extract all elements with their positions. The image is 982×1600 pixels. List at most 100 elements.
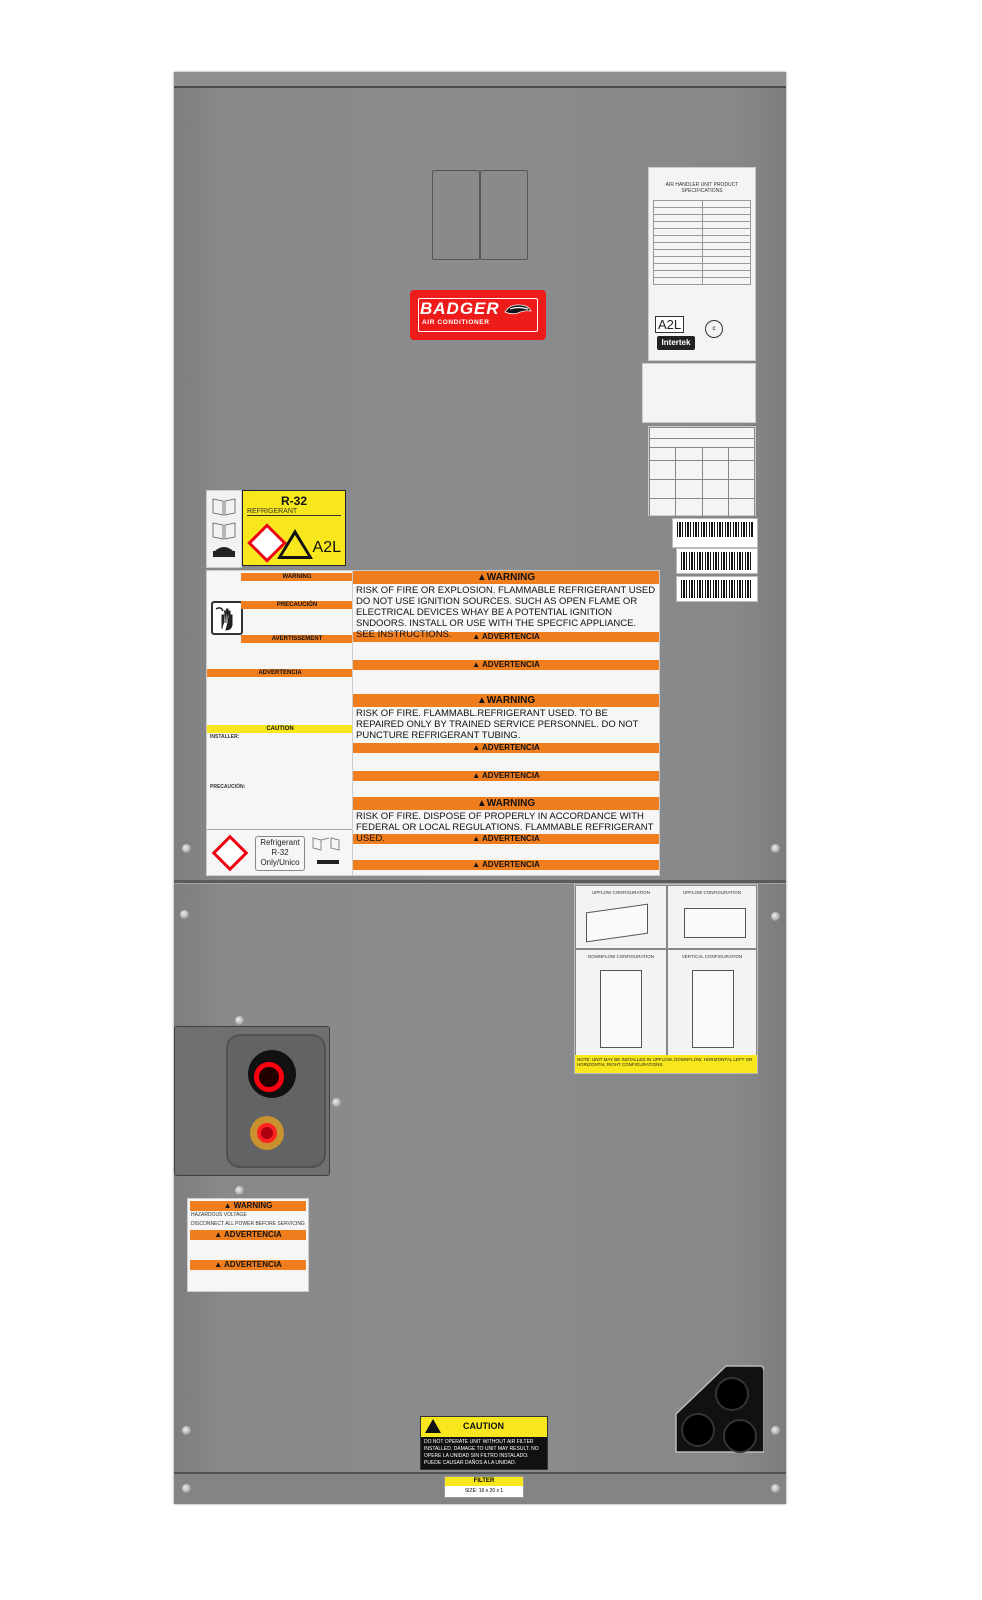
warning-header: WARNING — [241, 573, 353, 581]
advertencia-fine-print — [353, 670, 659, 694]
screw-icon — [182, 844, 191, 853]
screw-icon — [771, 844, 780, 853]
voltage-line-1: HAZARDOUS VOLTAGE — [191, 1212, 247, 1218]
screw-icon — [771, 912, 780, 921]
spec-label: AIR HANDLER UNIT PRODUCT SPECIFICATIONS … — [648, 167, 756, 361]
manual-icons-strip — [206, 490, 242, 568]
screw-icon — [235, 1016, 244, 1025]
advertencia-fine-print — [353, 781, 659, 797]
multilingual-warning-label: WARNING PRECAUCIÓN AVERTISSEMENT ADVERTE… — [206, 570, 354, 876]
advertencia-header: ADVERTENCIA — [207, 669, 353, 677]
warning-fine-print — [241, 581, 353, 601]
red-cap-icon — [257, 1123, 277, 1143]
spec-table — [653, 200, 751, 285]
read-manual-icon — [212, 498, 236, 557]
cert-marks: A2L Intertek c — [653, 314, 753, 356]
warning-header: ▲ WARNING — [190, 1201, 306, 1211]
advertencia-header: ▲ ADVERTENCIA — [353, 743, 659, 753]
advertencia-header: ▲ ADVERTENCIA — [353, 660, 659, 670]
badger-logo-icon — [504, 304, 532, 315]
advertencia-fine-print — [207, 677, 353, 725]
refrigerant-type-box: Refrigerant R-32 Only/Unico — [255, 836, 305, 871]
r32-title: R-32 — [280, 494, 307, 508]
upflow-config-diagram-2: UPFLOW CONFIGURATION — [667, 885, 757, 949]
cabinet-top-lip — [174, 72, 786, 88]
filter-caution-label: CAUTION DO NOT OPERATE UNIT WITHOUT AIR … — [420, 1416, 548, 1470]
vertical-config-diagram: VERTICAL CONFIGURATION — [667, 949, 757, 1057]
a2l-mark: A2L — [655, 316, 685, 333]
precaucion-header: PRECAUCIÓN — [241, 601, 353, 609]
barcode-3 — [676, 576, 758, 602]
warning-header: ▲WARNING — [353, 797, 659, 810]
refrigerant-r32-label: R-32 REFRIGERANT A2L — [206, 490, 346, 568]
spec-title: AIR HANDLER UNIT PRODUCT SPECIFICATIONS — [665, 182, 739, 194]
caution-title: CAUTION — [463, 1421, 504, 1431]
screw-icon — [180, 910, 189, 919]
warning-body: RISK OF FIRE. DISPOSE OF PROPERLY IN ACC… — [356, 811, 654, 844]
hazardous-voltage-label: ▲ WARNING HAZARDOUS VOLTAGE DISCONNECT A… — [187, 1198, 309, 1292]
filter-title: FILTER — [445, 1477, 523, 1486]
warning-header: ▲WARNING — [353, 571, 659, 584]
caution-header: CAUTION — [207, 725, 353, 733]
screw-icon — [182, 1484, 191, 1493]
drain-knockout-panel[interactable] — [674, 1364, 764, 1456]
upflow-config-diagram: UPFLOW CONFIGURATION — [575, 885, 667, 949]
suction-line-port[interactable] — [248, 1050, 296, 1098]
compliance-text-label — [642, 363, 756, 423]
advertencia-header: ▲ ADVERTENCIA — [190, 1229, 306, 1240]
advertencia-header: ▲ ADVERTENCIA — [353, 771, 659, 781]
screw-icon — [182, 1426, 191, 1435]
warning-body: RISK OF FIRE OR EXPLOSION. FLAMMABLE REF… — [356, 585, 656, 640]
advertencia-fine-print — [353, 844, 659, 860]
brand-name: BADGER — [420, 299, 500, 318]
advertencia-header: ▲ ADVERTENCIA — [353, 860, 659, 870]
advertencia-fine-print — [353, 642, 659, 660]
airflow-configuration-label: UPFLOW CONFIGURATION UPFLOW CONFIGURATIO… — [574, 884, 758, 1074]
filter-size-label: FILTER SIZE: 16 x 20 x 1 — [444, 1476, 524, 1498]
installer-fine-print — [207, 747, 353, 783]
red-cap-icon — [254, 1062, 284, 1092]
warning-header: ▲WARNING — [353, 694, 659, 707]
read-manual-icon — [312, 837, 340, 864]
advertencia-header: ▲ ADVERTENCIA — [353, 834, 659, 844]
door-panel-right — [480, 170, 528, 260]
voltage-line-2: DISCONNECT ALL POWER BEFORE SERVICING — [191, 1220, 305, 1227]
advertencia-header: ▲ ADVERTENCIA — [190, 1259, 306, 1270]
advertencia-fine-print — [188, 1240, 308, 1260]
ul-cert-icon: c — [705, 320, 723, 338]
downflow-config-diagram: DOWNFLOW CONFIGURATION — [575, 949, 667, 1057]
electrical-access-door[interactable] — [432, 170, 528, 260]
r32-subtitle: REFRIGERANT — [247, 508, 341, 516]
brand-tagline: AIR CONDITIONER — [422, 319, 490, 326]
flammable-triangle-icon — [277, 529, 313, 559]
hand-hazard-icon — [211, 601, 243, 635]
door-panel-left — [432, 170, 480, 260]
brand-badge: BADGER AIR CONDITIONER — [410, 290, 546, 340]
r32-yellow-panel: R-32 REFRIGERANT A2L — [242, 490, 346, 566]
screw-icon — [771, 1484, 780, 1493]
panel-seam — [174, 880, 786, 884]
intertek-logo: Intertek — [657, 336, 695, 350]
filter-size: SIZE: 16 x 20 x 1 — [464, 1488, 504, 1494]
electrical-table — [648, 427, 756, 518]
barcode-1 — [672, 518, 758, 548]
precaucion-fine-print — [241, 609, 353, 635]
airflow-note: NOTE: UNIT MAY BE INSTALLED IN UPFLOW, D… — [575, 1055, 757, 1073]
avertissement-fine-print — [241, 643, 353, 667]
a2l-class: A2L — [312, 539, 341, 556]
caution-text: DO NOT OPERATE UNIT WITHOUT AIR FILTER I… — [424, 1439, 539, 1466]
screw-icon — [235, 1186, 244, 1195]
advertencia-header: ▲ ADVERTENCIA — [353, 632, 659, 642]
advertencia-fine-print — [353, 753, 659, 771]
avertissement-header: AVERTISSEMENT — [241, 635, 353, 643]
warning-body: RISK OF FIRE. FLAMMABL.REFRIGERANT USED.… — [356, 708, 639, 741]
liquid-line-port[interactable] — [250, 1116, 284, 1150]
flammable-refrigerant-warning-label: ▲WARNING RISK OF FIRE OR EXPLOSION. FLAM… — [352, 570, 660, 876]
precaucion-heading: PRECAUCIÓN: — [210, 784, 246, 790]
installer-heading: INSTALLER: — [210, 734, 240, 740]
barcode-2 — [676, 548, 758, 574]
screw-icon — [771, 1426, 780, 1435]
flammable-diamond-icon — [211, 834, 249, 872]
electrical-data-label — [648, 426, 756, 518]
screw-icon — [332, 1098, 341, 1107]
